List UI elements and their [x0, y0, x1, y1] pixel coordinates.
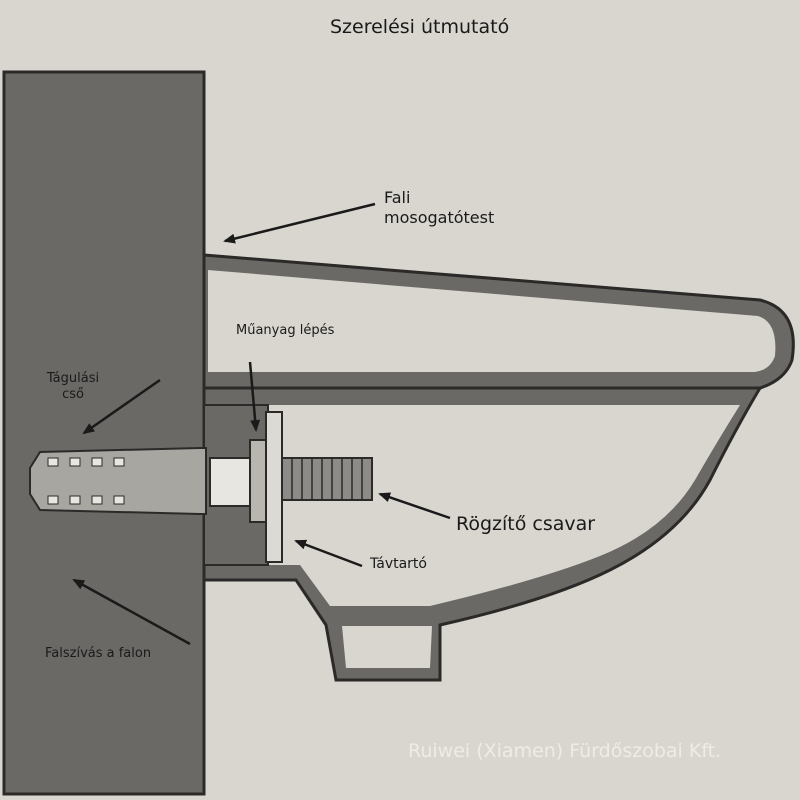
label-fixing-screw: Rögzítő csavar	[456, 513, 596, 535]
arrow-fixing-screw	[378, 492, 451, 520]
label-sink-body: Fali mosogatótest	[384, 188, 495, 227]
label-wall-plug: Falszívás a falon	[45, 646, 152, 661]
sink-outer-inner	[208, 270, 776, 372]
arrow-sink-body	[223, 202, 376, 244]
sink-foot-inner	[342, 626, 432, 668]
label-expansion-tube: Tágulási cső	[46, 371, 100, 403]
expansion-tube	[29, 447, 207, 515]
spacer	[265, 411, 283, 563]
wall-block	[2, 70, 206, 796]
arrow-wall-plug	[72, 578, 191, 646]
sink-basin-inner	[208, 405, 740, 606]
arrow-plastic-step	[248, 361, 261, 432]
page-title: Szerelési útmutató	[330, 16, 510, 38]
watermark: Ruiwei (Xiamen) Fürdőszobai Kft.	[408, 740, 722, 762]
label-plastic-step: Műanyag lépés	[236, 323, 335, 338]
label-spacer: Távtartó	[370, 556, 427, 572]
fixing-screw	[281, 457, 373, 501]
arrow-spacer	[294, 539, 363, 568]
plastic-step	[209, 439, 267, 523]
arrow-expansion-tube	[82, 378, 161, 435]
